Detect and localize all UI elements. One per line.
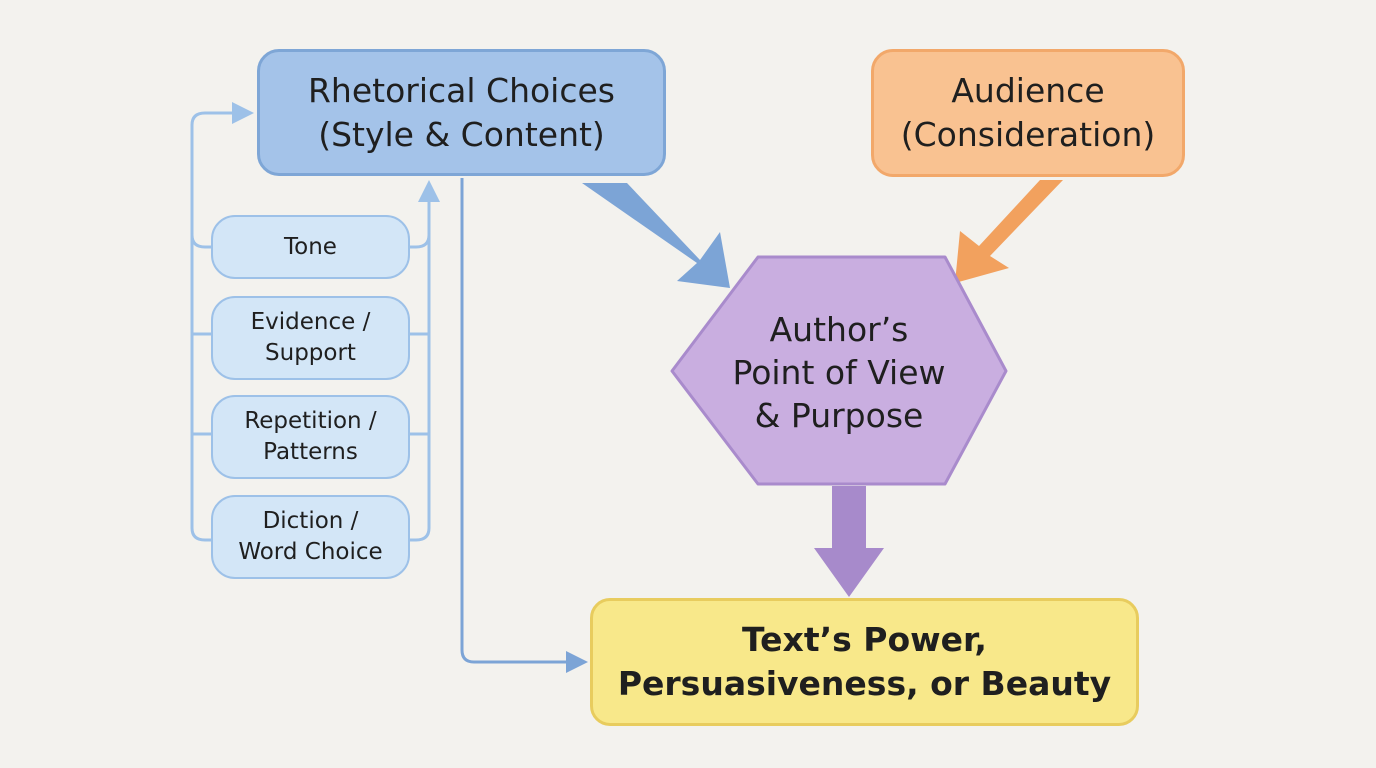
audience-subtitle: (Consideration) bbox=[900, 115, 1156, 154]
rhetorical-choices-title: Rhetorical Choices bbox=[308, 70, 615, 110]
device-label: Evidence / bbox=[250, 309, 371, 335]
rhetorical-to-result-line bbox=[460, 178, 568, 664]
device-label: Word Choice bbox=[238, 539, 383, 565]
right-bracket-arrowhead bbox=[418, 180, 440, 202]
author-to-result-arrow bbox=[814, 486, 884, 597]
left-bracket-arrowhead bbox=[232, 102, 254, 124]
right-feedback-loop bbox=[406, 196, 431, 542]
audience-node: Audience (Consideration) bbox=[871, 49, 1185, 177]
author-line-3: & Purpose bbox=[754, 395, 924, 435]
device-label: Support bbox=[265, 340, 356, 366]
left-bracket-line bbox=[190, 111, 240, 249]
left-feedback-loop bbox=[190, 111, 240, 542]
right-bracket-line bbox=[406, 196, 431, 542]
author-node-label: Author’s Point of View & Purpose bbox=[672, 306, 1006, 438]
device-label: Diction / bbox=[262, 508, 359, 534]
rhetorical-to-result-arrowhead bbox=[566, 651, 588, 673]
rhetorical-choices-subtitle: (Style & Content) bbox=[318, 114, 605, 154]
device-pill-evidence: Evidence / Support bbox=[211, 296, 410, 380]
text-power-line-1: Text’s Power, bbox=[742, 620, 987, 659]
device-label: Patterns bbox=[263, 439, 358, 465]
author-line-1: Author’s bbox=[769, 309, 909, 349]
rhetorical-to-author-arrow bbox=[582, 183, 730, 288]
device-pill-repetition: Repetition / Patterns bbox=[211, 395, 410, 479]
device-label: Repetition / bbox=[244, 408, 377, 434]
audience-title: Audience bbox=[951, 71, 1105, 110]
author-line-2: Point of View bbox=[732, 352, 946, 392]
audience-to-author-arrow bbox=[955, 180, 1063, 283]
text-power-node: Text’s Power, Persuasiveness, or Beauty bbox=[590, 598, 1139, 726]
device-pill-tone: Tone bbox=[211, 215, 410, 279]
device-label: Tone bbox=[284, 233, 337, 260]
text-power-line-2: Persuasiveness, or Beauty bbox=[617, 664, 1112, 703]
author-hexagon bbox=[670, 255, 1008, 486]
device-pill-diction: Diction / Word Choice bbox=[211, 495, 410, 579]
rhetorical-choices-node: Rhetorical Choices (Style & Content) bbox=[257, 49, 666, 176]
